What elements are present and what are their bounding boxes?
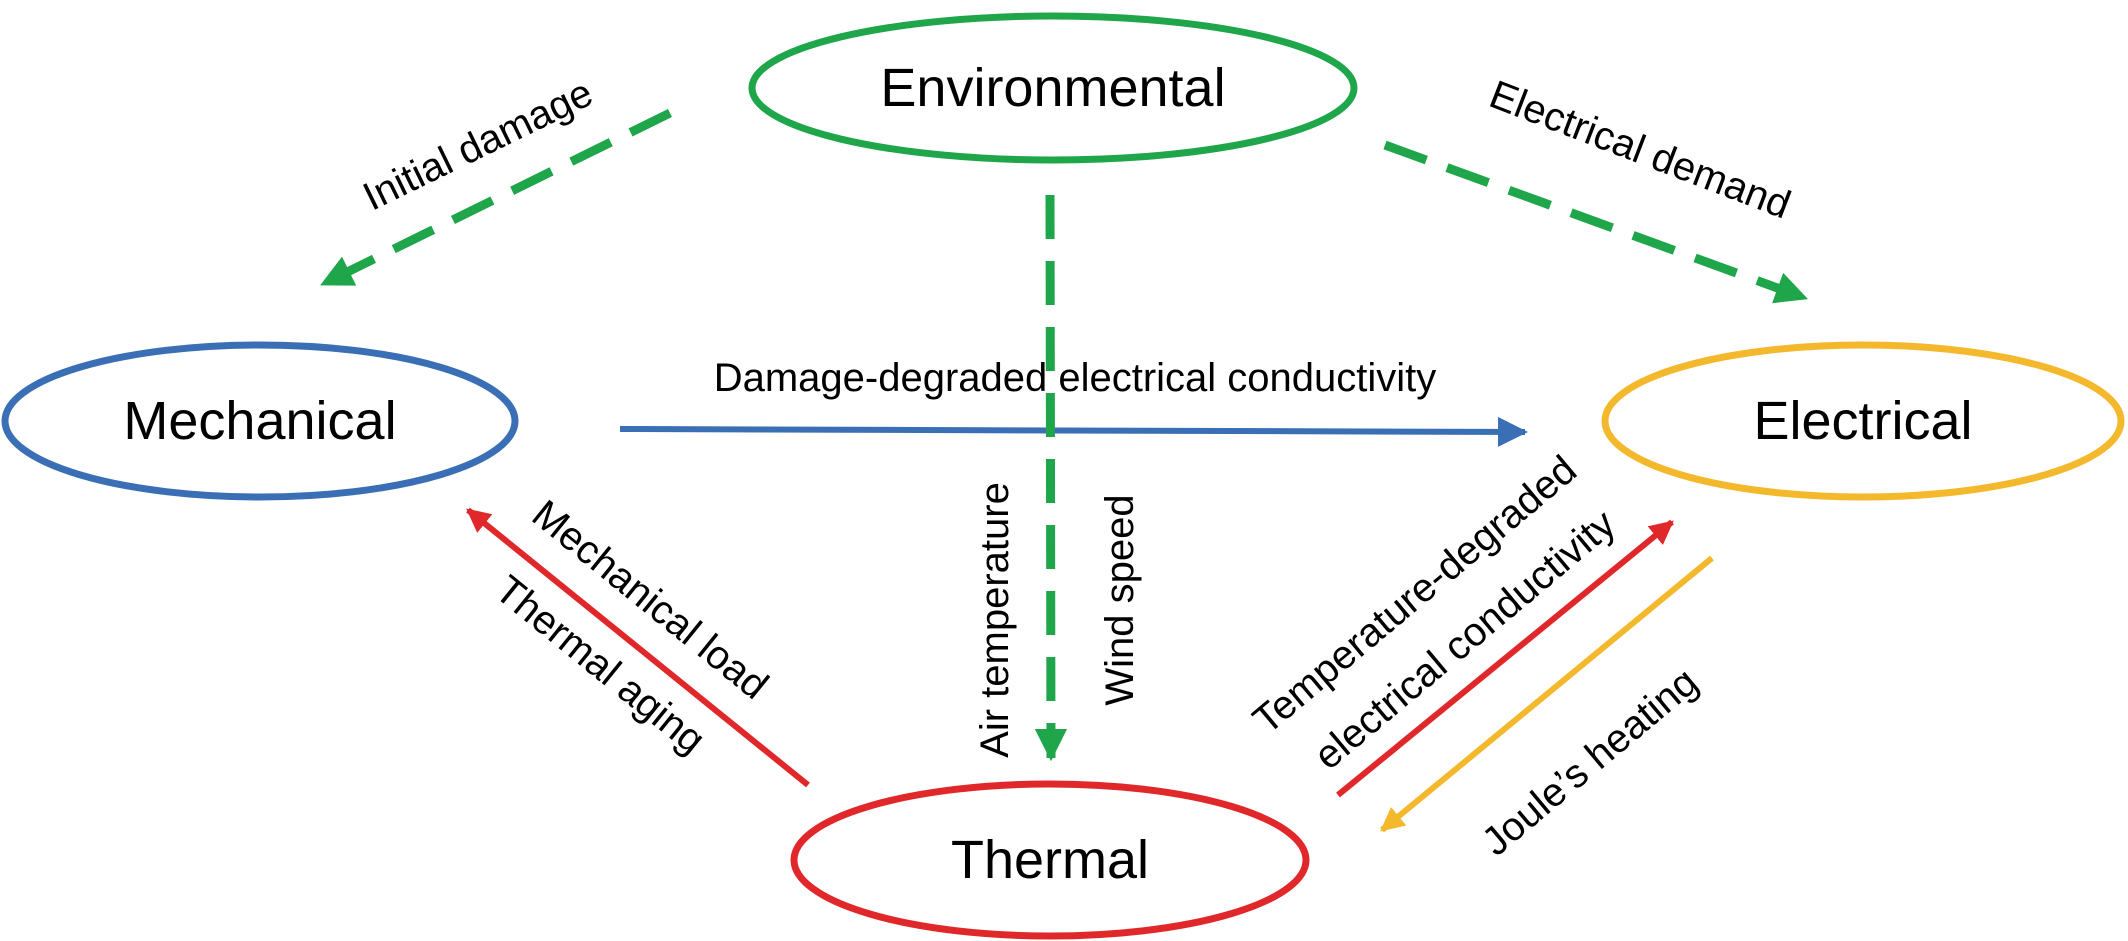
electrical-label: Electrical [1753,391,1972,451]
edge-thermal-to-mechanical: Mechanical load Thermal aging [466,492,810,788]
edge-initial-damage: Initial damage [320,71,672,289]
temperature-degraded-arrow [1336,519,1674,798]
node-electrical: Electrical [1601,341,2125,501]
thermal-ellipse [790,780,1310,940]
joules-heating-label: Joule’s heating [1474,660,1706,865]
edge-electrical-demand: Electrical demand [1383,72,1809,304]
air-temperature-label: Air temperature [973,482,1017,758]
thermal-to-mechanical-arrow [466,507,810,788]
wind-speed-label: Wind speed [1098,494,1142,705]
environmental-label: Environmental [880,58,1225,118]
damage-degraded-label: Damage-degraded electrical conductivity [714,356,1437,400]
node-environmental: Environmental [748,12,1358,164]
environmental-ellipse [748,12,1358,164]
initial-damage-label: Initial damage [356,71,599,220]
electrical-demand-label: Electrical demand [1484,72,1797,227]
edge-damage-degraded: Damage-degraded electrical conductivity [619,356,1528,447]
damage-degraded-arrow [619,416,1528,447]
edge-env-to-thermal: Air temperature Wind speed [973,194,1142,762]
electrical-demand-arrow [1383,140,1809,304]
mechanical-load-label: Mechanical load [524,492,776,708]
electrical-ellipse [1601,341,2125,501]
env-to-thermal-arrow [1034,194,1068,762]
joules-heating-arrow [1380,555,1714,833]
thermal-label: Thermal [951,830,1149,890]
node-mechanical: Mechanical [1,341,519,501]
node-thermal: Thermal [790,780,1310,940]
mechanical-label: Mechanical [123,391,396,451]
mechanical-ellipse [1,341,519,501]
